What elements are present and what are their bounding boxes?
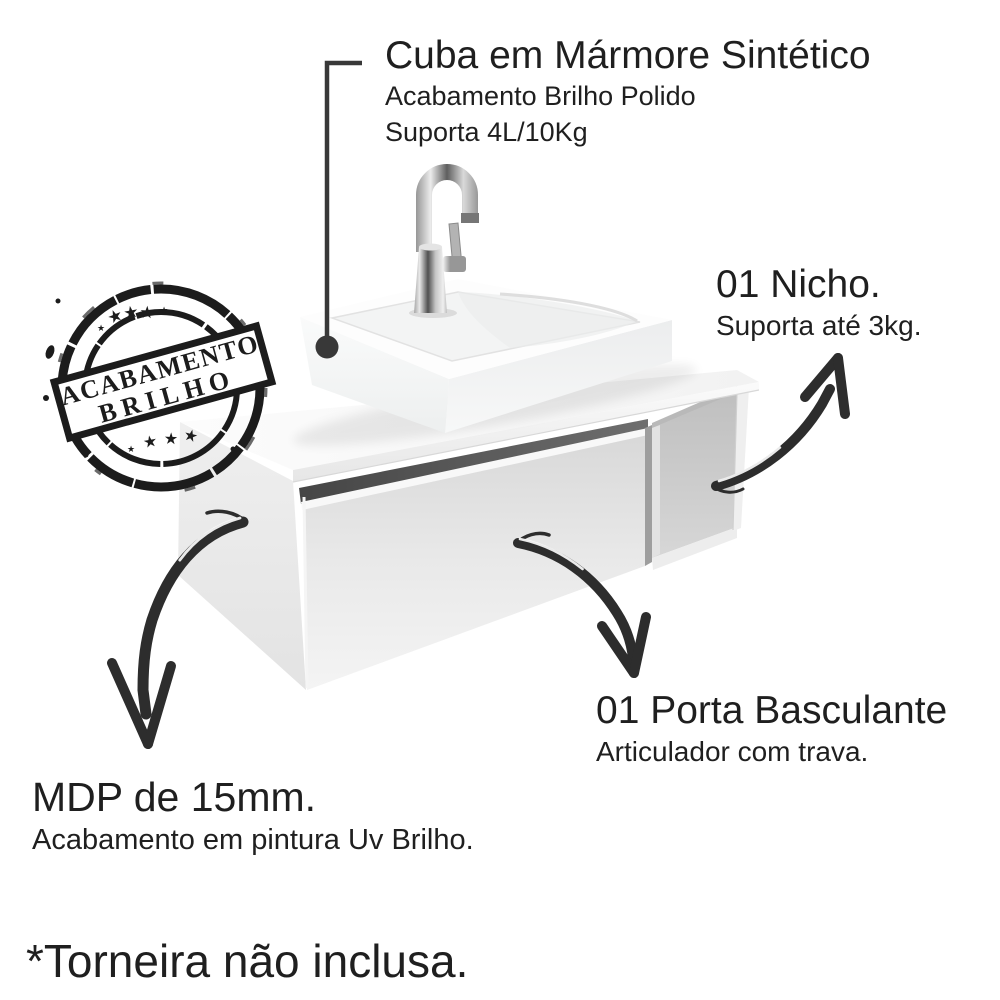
faucet-nozzle <box>461 213 479 223</box>
cabinet-door-face <box>303 433 645 690</box>
stamp-banner: ACABAMENTO BRILHO <box>49 321 277 443</box>
pointer-dot <box>315 335 339 359</box>
faucet-body <box>414 247 447 313</box>
pointer-line <box>324 60 362 347</box>
material-callout: MDP de 15mm. Acabamento em pintura Uv Br… <box>32 774 474 860</box>
niche-callout-subtitle: Suporta até 3kg. <box>716 309 922 341</box>
footnote: *Torneira não inclusa. <box>26 935 469 987</box>
faucet <box>409 164 479 318</box>
cabinet <box>178 370 760 690</box>
sink-basin-shading <box>458 292 637 348</box>
niche-callout-title: 01 Nicho. <box>716 263 881 306</box>
vessel-sink <box>300 279 672 433</box>
sink-callout: Cuba em Mármore Sintético Acabamento Bri… <box>385 34 871 151</box>
faucet-spout-tube <box>416 164 478 252</box>
sink-callout-line1: Acabamento Brilho Polido <box>385 80 696 111</box>
star-icon: ★ <box>127 445 135 455</box>
sink-front-right-face <box>445 320 672 433</box>
niche-right-wall <box>733 387 749 531</box>
sink-callout-line2: Suporta 4L/10Kg <box>385 117 588 148</box>
star-icon: ★ <box>163 429 178 448</box>
cabinet-left-panel <box>178 422 306 690</box>
material-callout-title: MDP de 15mm. <box>32 774 317 820</box>
star-icon: ★ <box>182 425 201 447</box>
niche-bottom-shelf <box>652 527 737 570</box>
finish-stamp: ★ ★ ★ ★ ★ ★ ★ ★ ★ ACABAMENTO BRILHO <box>43 281 277 495</box>
niche-callout: 01 Nicho. Suporta até 3kg. <box>716 263 921 345</box>
faucet-body-cap <box>419 243 442 251</box>
niche-back-panel <box>652 392 737 558</box>
niche-left-wall <box>652 425 660 558</box>
star-icon: ★ <box>122 302 140 324</box>
stamp-stars: ★ ★ ★ ★ ★ ★ ★ ★ ★ <box>97 302 200 455</box>
arrow-to-cabinet <box>107 509 249 749</box>
arrow-to-niche <box>711 353 850 494</box>
door-callout: 01 Porta Basculante Articulador com trav… <box>596 689 947 771</box>
material-callout-subtitle: Acabamento em pintura Uv Brilho. <box>32 823 474 856</box>
door-left-edge-highlight <box>302 496 309 689</box>
door-gap-shadow <box>299 419 648 504</box>
star-icon: ★ <box>105 305 127 329</box>
countertop-edge-line <box>292 389 760 483</box>
niche-divider-gap <box>645 425 652 566</box>
star-icon: ★ <box>160 306 168 316</box>
arrow-to-door <box>513 531 651 678</box>
star-icon: ★ <box>141 431 158 452</box>
door-callout-subtitle: Articulador com trava. <box>596 735 869 767</box>
door-top-lip <box>301 428 648 510</box>
star-icon: ★ <box>139 303 155 324</box>
star-icon: ★ <box>97 324 105 334</box>
niche-right-wall-edge <box>732 391 738 531</box>
niche <box>645 386 749 570</box>
countertop-front-edge <box>293 382 759 482</box>
sink-callout-title: Cuba em Mármore Sintético <box>385 34 871 77</box>
sink-basin-curve <box>499 292 638 323</box>
stamp-specks <box>43 298 265 458</box>
faucet-handle-mount <box>443 256 466 272</box>
sink-pointer <box>315 60 362 359</box>
door-callout-title: 01 Porta Basculante <box>596 689 948 732</box>
stamp-grunge-ring <box>54 281 268 495</box>
